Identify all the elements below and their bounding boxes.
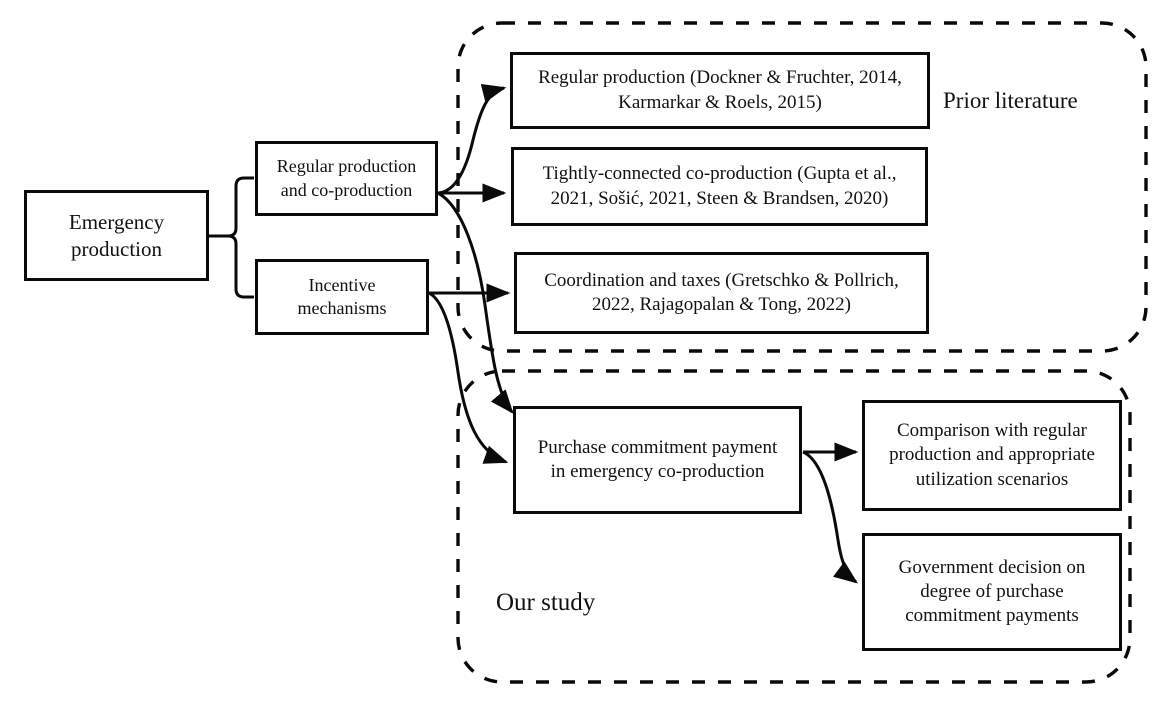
node-literature-regular-production-label: Regular production (Dockner & Fruchter, … — [538, 67, 902, 113]
node-comparison-with-regular-production[interactable]: Comparison with regular production and a… — [862, 400, 1122, 511]
edge-emergency-to-incentive — [209, 234, 254, 299]
region-outline-prior-literature — [456, 21, 1148, 353]
node-literature-tightly-connected-co-production[interactable]: Tightly-connected co-production (Gupta e… — [511, 147, 928, 226]
edge-regular-to-purchase — [437, 191, 514, 414]
node-government-decision[interactable]: Government decision on degree of purchas… — [862, 533, 1122, 651]
node-incentive-mechanisms-label: Incentive mechanisms — [297, 274, 387, 318]
node-purchase-commitment-payment[interactable]: Purchase commitment payment in emergency… — [513, 406, 802, 514]
region-label-prior-literature: Prior literature — [943, 88, 1078, 113]
edge-purchase-to-government — [802, 450, 858, 584]
node-regular-and-co-production[interactable]: Regular production and co-production — [255, 141, 438, 216]
node-purchase-commitment-payment-label: Purchase commitment payment in emergency… — [537, 436, 778, 482]
node-literature-coordination-and-taxes[interactable]: Coordination and taxes (Gretschko & Poll… — [514, 252, 929, 334]
node-government-decision-label: Government decision on degree of purchas… — [898, 556, 1086, 627]
node-emergency-production-label: Emergency production — [68, 209, 165, 261]
node-literature-coordination-and-taxes-label: Coordination and taxes (Gretschko & Poll… — [544, 269, 899, 315]
region-outline-our-study — [456, 369, 1132, 684]
node-literature-tightly-connected-co-production-label: Tightly-connected co-production (Gupta e… — [542, 163, 897, 209]
node-comparison-with-regular-production-label: Comparison with regular production and a… — [889, 420, 1095, 490]
edge-emergency-to-regular — [209, 176, 254, 238]
region-label-our-study: Our study — [496, 589, 596, 616]
edge-incentive-to-purchase — [428, 291, 509, 464]
node-incentive-mechanisms[interactable]: Incentive mechanisms — [255, 259, 429, 335]
node-emergency-production[interactable]: Emergency production — [24, 190, 209, 281]
node-regular-and-co-production-label: Regular production and co-production — [276, 156, 417, 200]
node-literature-regular-production[interactable]: Regular production (Dockner & Fruchter, … — [510, 52, 930, 129]
edge-regular-to-lit-regular — [437, 83, 507, 195]
